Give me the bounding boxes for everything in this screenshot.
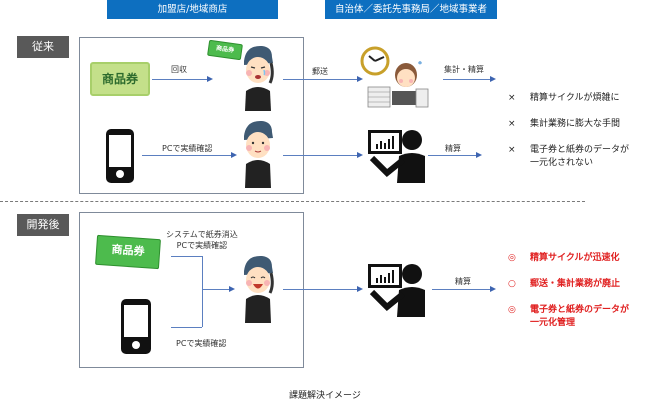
arrow-head-icon [357, 286, 363, 292]
header-store: 加盟店/地域商店 [107, 0, 278, 19]
badge-before: 従来 [17, 36, 69, 58]
arrow-head-icon [229, 286, 235, 292]
label-mail: 郵送 [312, 67, 328, 76]
arrow-aggregate [443, 79, 491, 80]
analyst-with-laptop-icon [367, 128, 427, 183]
label-system-consume: システムで紙券消込 PCで実績確認 [166, 230, 238, 250]
figure-caption: 課題解決イメージ [289, 391, 361, 401]
cross-icon: × [508, 119, 516, 129]
arrow-pc-to-admin-before [283, 155, 358, 156]
arrow-pc-check-before [142, 155, 232, 156]
arrow-head-icon [357, 76, 363, 82]
paper-voucher-icon: 商品券 [90, 62, 150, 96]
arrow-merge [202, 289, 230, 290]
arrow-settle-before [428, 155, 477, 156]
circle-icon: ○ [508, 279, 516, 289]
arrow-head-icon [357, 152, 363, 158]
smartphone-icon [121, 299, 151, 354]
arrow-head-icon [207, 76, 213, 82]
analyst-with-laptop-icon [367, 262, 427, 317]
voucher-label: 商品券 [111, 242, 146, 259]
cross-icon: × [508, 93, 516, 103]
connector-vertical [202, 256, 203, 327]
connector-voucher [171, 256, 202, 257]
benefits-list: ◎精算サイクルが迅速化 ○郵送・集計業務が廃止 ◎電子券と紙券のデータが 一元化… [508, 252, 648, 330]
arrow-collect [152, 79, 208, 80]
label-settle-before: 精算 [445, 144, 461, 153]
label-settle-after: 精算 [455, 277, 471, 286]
issue-item: ×精算サイクルが煩雑に [508, 93, 620, 103]
arrow-settle-after [432, 289, 491, 290]
issue-item: ×電子券と紙券のデータが 一元化されない [508, 145, 630, 168]
arrow-head-icon [231, 152, 237, 158]
arrow-to-admin-after [283, 289, 358, 290]
cross-icon: × [508, 145, 516, 155]
label-pc-check-after: PCで実績確認 [176, 339, 227, 348]
voucher-label: 商品券 [101, 72, 138, 86]
connector-phone [171, 327, 202, 328]
happy-clerk-icon [240, 255, 276, 323]
double-circle-icon: ◎ [508, 305, 516, 315]
double-circle-icon: ◎ [508, 253, 516, 263]
clerk-icon [240, 120, 276, 188]
label-collect: 回収 [171, 65, 187, 74]
issues-list: ×精算サイクルが煩雑に ×集計業務に膨大な手間 ×電子券と紙券のデータが 一元化… [508, 92, 648, 170]
badge-after: 開発後 [17, 214, 69, 236]
benefit-item: ◎電子券と紙券のデータが 一元化管理 [508, 305, 630, 328]
arrow-head-icon [476, 152, 482, 158]
arrow-head-icon [490, 76, 496, 82]
busy-office-worker-icon [360, 45, 430, 110]
benefit-item: ◎精算サイクルが迅速化 [508, 253, 620, 263]
header-municipality: 自治体／委託先事務局／地域事業者 [325, 0, 497, 19]
mini-voucher-label: 商品券 [215, 44, 235, 55]
section-divider [0, 201, 585, 202]
label-aggregate-settle: 集計・精算 [444, 65, 484, 74]
stressed-clerk-icon [240, 43, 276, 111]
issue-item: ×集計業務に膨大な手間 [508, 119, 621, 129]
label-pc-check-before: PCで実績確認 [162, 144, 213, 153]
arrow-mail [283, 79, 358, 80]
benefit-item: ○郵送・集計業務が廃止 [508, 279, 621, 289]
arrow-head-icon [490, 286, 496, 292]
cash-vouchers-icon: 商品券 [95, 234, 161, 270]
smartphone-icon [106, 129, 134, 183]
